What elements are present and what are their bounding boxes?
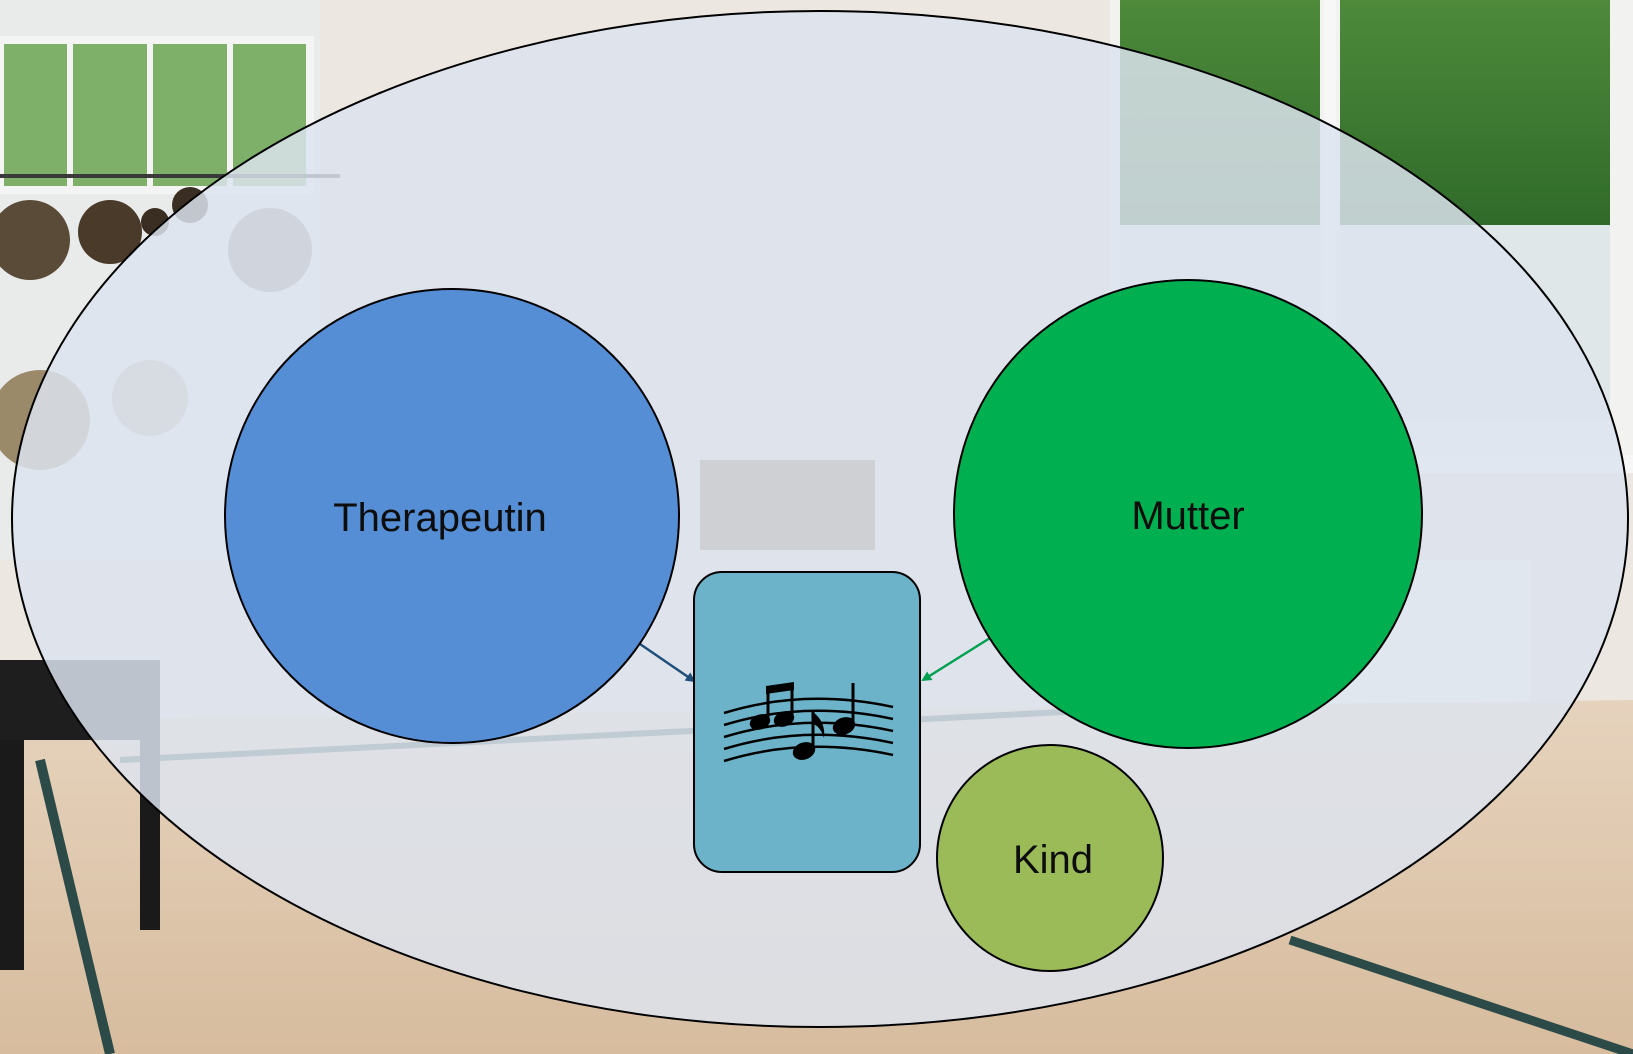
node-child[interactable]: Kind (936, 744, 1164, 972)
node-therapist[interactable]: Therapeutin (224, 288, 680, 744)
child-label: Kind (1013, 838, 1093, 882)
context-ellipse (11, 10, 1629, 1028)
node-music[interactable] (693, 571, 921, 873)
edge-therapist-to-music (636, 640, 696, 683)
therapist-circle (224, 288, 680, 744)
child-circle (936, 744, 1164, 972)
therapist-label: Therapeutin (333, 496, 546, 540)
node-mother[interactable]: Mutter (953, 279, 1423, 749)
edge-mother-to-music (921, 636, 991, 682)
mother-circle (953, 279, 1423, 749)
music-notes-icon (723, 682, 894, 763)
mother-label: Mutter (1131, 494, 1244, 538)
